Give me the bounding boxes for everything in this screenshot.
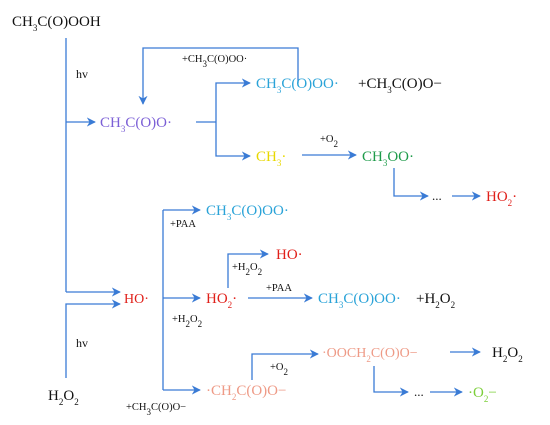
ellipsis-bottom: ... [414, 384, 424, 399]
label-plus-o2-bottom: +O2 [270, 362, 288, 377]
arrow-to-ellipsis-top [393, 168, 429, 201]
hydroxyl-right-species: HO· [276, 247, 303, 263]
label-plus-paa-1: +PAA [170, 219, 196, 230]
paa-species: CH3C(O)OOH [12, 14, 101, 33]
h2o2-final-species: H2O2 [492, 345, 523, 364]
acetylperoxy-low-species: CH3C(O)OO· [318, 291, 401, 310]
ch2cooh-species: ·CH2C(O)O− [206, 383, 286, 402]
ho2-mid-species: HO2· [206, 291, 237, 310]
ellipsis-top: ... [432, 188, 442, 203]
arrow-to-acetylperoxy-top [215, 78, 251, 122]
ho2-top-species: HO2· [486, 189, 517, 208]
arrow-to-hydroxyl-right [227, 249, 269, 288]
h2o2-trunk-line [65, 299, 121, 378]
feedback-loop-arrow [138, 47, 299, 105]
label-plus-acetylperoxy: +CH3C(O)OO· [182, 54, 247, 69]
hydroxyl-center-species: HO· [124, 292, 149, 307]
acetylperoxy-mid-species: CH3C(O)OO· [206, 203, 289, 222]
peroxy-acetate-species: ·OOCH2C(O)O− [322, 346, 418, 364]
label-plus-h2o2-upper: +H2O2 [232, 262, 262, 277]
h2o2-product-species: +H2O2 [416, 291, 455, 310]
hv-bottom-label: hv [76, 336, 88, 350]
acetate-top-species: +CH3C(O)O− [358, 76, 442, 95]
superoxide-species: ·O2− [468, 385, 497, 404]
acetyloxy-species: CH3C(O)O· [100, 115, 172, 134]
methylperoxy-species: CH3OO· [362, 149, 414, 168]
arrow-to-ellipsis-bottom [373, 366, 409, 397]
label-plus-paa-2: +PAA [266, 283, 292, 294]
h2o2-start-species: H2O2 [48, 388, 79, 407]
acetylperoxy-top-species: CH3C(O)OO· [256, 76, 339, 95]
arrow-to-methyl [215, 122, 251, 161]
label-plus-acetate-bottom: +CH3C(O)O− [126, 402, 186, 417]
label-plus-h2o2-center: +H2O2 [172, 314, 202, 329]
hv-top-label: hv [76, 67, 88, 81]
arrow-to-peroxy-acetate [251, 349, 319, 380]
label-plus-o2-top: +O2 [320, 134, 338, 149]
methyl-species: CH3· [256, 149, 286, 168]
